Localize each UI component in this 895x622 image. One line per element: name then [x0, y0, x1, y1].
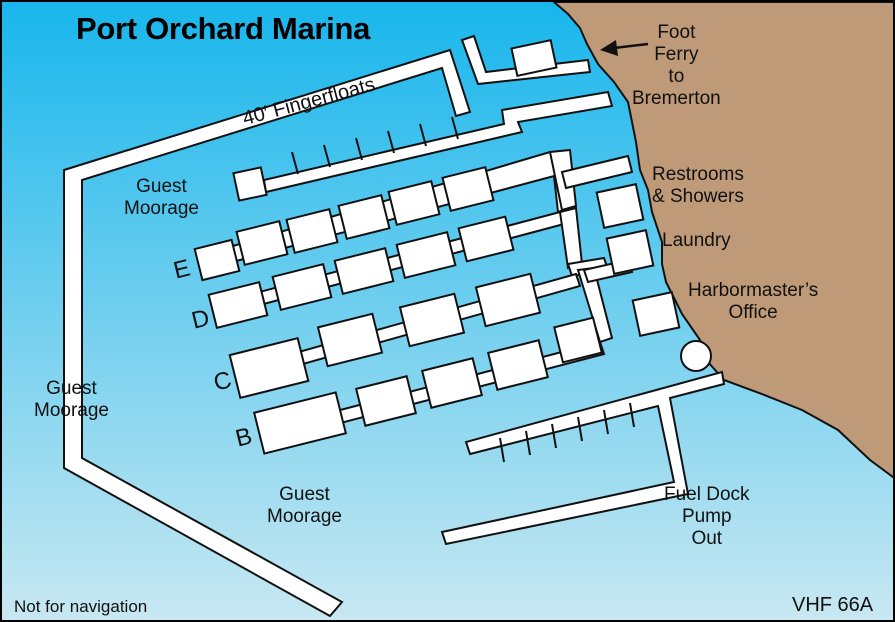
foot-ferry-label: Foot Ferry to Bremerton: [632, 22, 721, 109]
fuel-dock: [440, 370, 726, 546]
dock-d: [207, 206, 610, 329]
ferry-float: [510, 38, 558, 78]
laundry-building: [605, 229, 655, 275]
fingerfloat-main-walkway: [262, 90, 614, 194]
dock-c: [228, 258, 634, 400]
ferry-arrow-icon: [600, 40, 649, 56]
guest-moorage-label-top: Guest Moorage: [124, 176, 199, 219]
guest-moorage-label-left: Guest Moorage: [34, 378, 109, 421]
dock-e: [193, 148, 634, 282]
fingerfloats: [291, 116, 459, 175]
harbormasters-office-building: [631, 291, 681, 337]
fingerfloat-end-float: [232, 166, 268, 202]
dock-b: [252, 316, 606, 455]
restrooms-label: Restrooms & Showers: [652, 164, 744, 207]
not-for-navigation-label: Not for navigation: [14, 597, 148, 616]
fuel-dock-label: Fuel Dock Pump Out: [664, 484, 750, 549]
laundry-label: Laundry: [662, 230, 731, 251]
guest-moorage-breakwater: [63, 48, 472, 618]
fuel-dock-fingers: [499, 402, 635, 463]
vhf-channel-label: VHF 66A: [792, 594, 874, 616]
harbormaster-label: Harbormaster’s Office: [688, 280, 819, 323]
map-title: Port Orchard Marina: [76, 11, 371, 46]
harbormaster-circle-icon: [680, 340, 712, 372]
ferry-access-pier: [460, 34, 592, 86]
guest-moorage-label-bottom: Guest Moorage: [267, 484, 342, 527]
shoreline-land: [552, 2, 893, 479]
restrooms-showers-building: [595, 183, 645, 229]
